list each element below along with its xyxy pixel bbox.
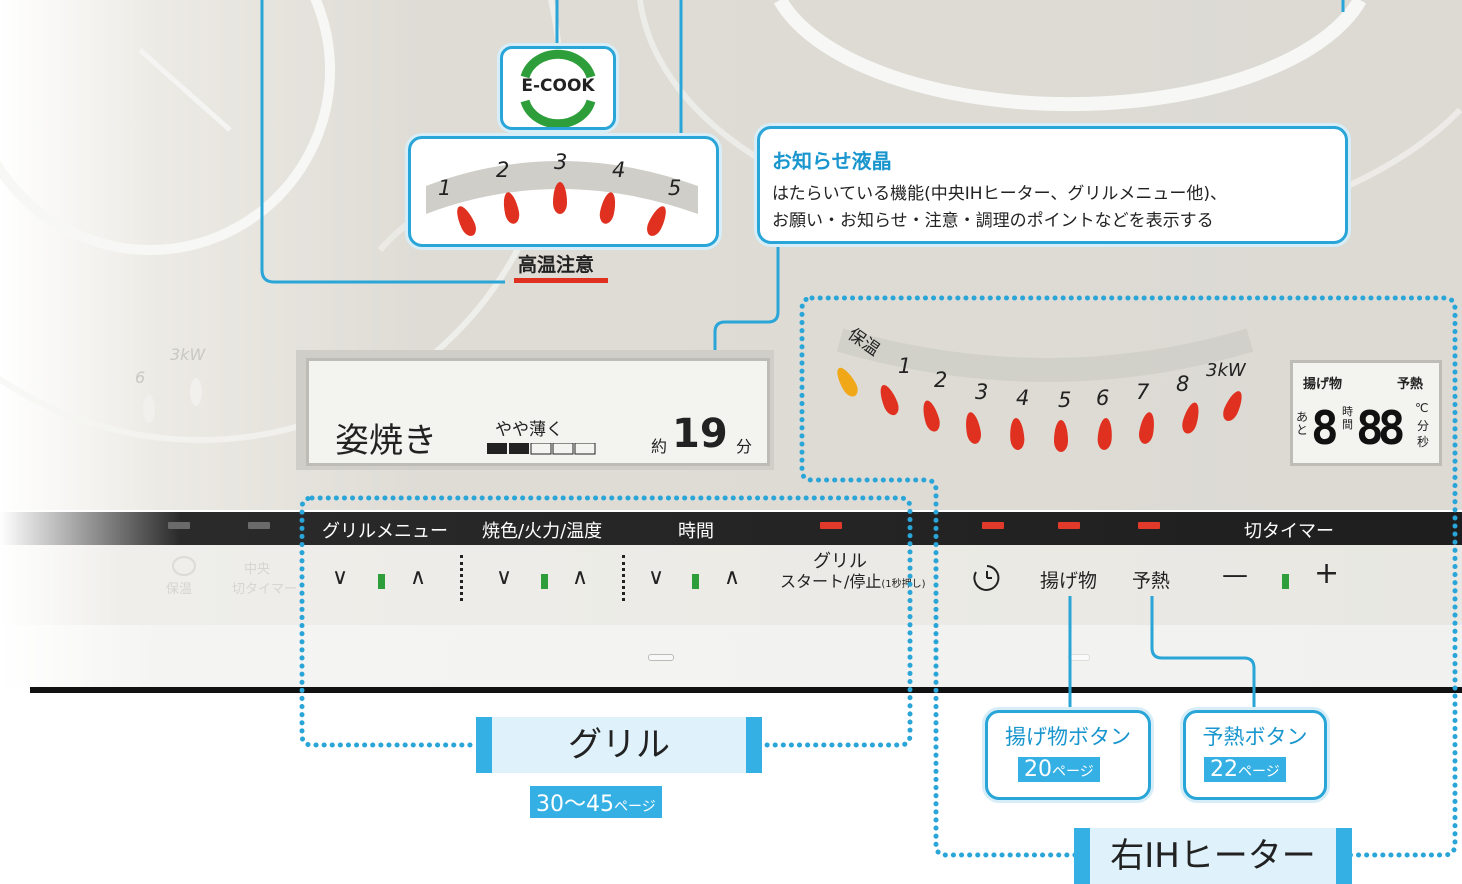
center-level-1: 1 [438, 176, 452, 200]
preheat-button[interactable]: 予熱 [1132, 570, 1171, 592]
grill-lcd-doneness: やや薄く [495, 420, 563, 440]
lamp-indicator [248, 522, 270, 529]
color-fire-temp-up-button[interactable]: ∧ [572, 565, 589, 590]
burner-rings [138, 0, 1462, 382]
fry-button-callout: 揚げ物ボタン 20ページ [985, 710, 1151, 800]
grill-menu-indicator [378, 574, 385, 589]
high-temp-warning-label: 高温注意 [518, 254, 595, 276]
center-level-4: 4 [612, 158, 626, 182]
timer-button[interactable] [972, 563, 1002, 597]
center-level-5: 5 [668, 176, 682, 200]
right-lcd-unit-min: 分 [1417, 419, 1430, 433]
grill-section-tag: グリル [476, 717, 762, 773]
right-level-5: 5 [1058, 388, 1072, 412]
info-lcd-callout: お知らせ液晶 はたらいている機能(中央IHヒーター、グリルメニュー他)、 お願い… [757, 126, 1348, 244]
grill-lamp [820, 522, 842, 529]
preheat-button-callout-page: 22ページ [1204, 757, 1286, 782]
control-divider [460, 555, 463, 601]
timer-plus-button[interactable]: + [1314, 556, 1340, 591]
preheat-button-callout: 予熱ボタン 22ページ [1183, 710, 1327, 800]
right-level-7: 7 [1136, 380, 1150, 404]
right-level-6: 6 [1096, 386, 1110, 410]
grill-menu-label: グリルメニュー [322, 521, 448, 542]
timer-lamp [982, 522, 1004, 529]
grill-section-pages: 30〜45ページ [530, 786, 662, 818]
ecook-logo-callout: E-COOK [500, 46, 616, 130]
cooktop-bottom-edge [30, 687, 1462, 693]
grill-lcd-menu: 姿焼き [335, 421, 437, 461]
left-level-3kw: 3kW [170, 345, 206, 364]
right-lcd-remaining-label: あと [1296, 410, 1309, 437]
front-panel [0, 625, 1462, 687]
center-timer-faded-bottom[interactable]: 切タイマー [232, 582, 298, 597]
time-down-button[interactable]: ∨ [648, 565, 665, 590]
preheat-lamp [1138, 522, 1160, 529]
right-lcd-digits-minutes: 88 [1356, 401, 1405, 455]
grill-lcd: 姿焼き やや薄く 約 19 分 [306, 358, 770, 466]
right-lcd-unit-celsius: ℃ [1415, 401, 1429, 415]
time-indicator [692, 574, 699, 589]
info-lcd-callout-line1: はたらいている機能(中央IHヒーター、グリルメニュー他)、 [772, 184, 1228, 204]
keep-warm-faded-button[interactable]: 保温 [166, 582, 193, 597]
info-lcd-callout-title: お知らせ液晶 [772, 149, 892, 173]
right-lcd-digits-hours: 8 [1311, 401, 1339, 455]
color-fire-temp-indicator [541, 574, 548, 589]
grill-lcd-time-unit: 分 [736, 437, 753, 456]
right-lcd-hour-label: 時間 [1342, 405, 1353, 431]
info-lcd-callout-line2: お願い・お知らせ・注意・調理のポイントなどを表示する [772, 211, 1214, 231]
fry-lamp [1058, 522, 1080, 529]
fry-button-callout-title: 揚げ物ボタン [1005, 725, 1131, 749]
right-level-1: 1 [898, 354, 912, 378]
control-label-bar [0, 512, 1462, 545]
preheat-button-callout-title: 予熱ボタン [1202, 725, 1308, 749]
front-panel-notch [648, 654, 674, 661]
fry-button-callout-page: 20ページ [1018, 757, 1100, 782]
control-divider [622, 555, 625, 601]
right-level-3kw: 3kW [1206, 360, 1246, 381]
ecook-logo-icon [520, 49, 596, 129]
right-ih-section-tag: 右IHヒーター [1074, 828, 1352, 884]
grill-menu-up-button[interactable]: ∧ [410, 565, 427, 590]
grill-lcd-time-value: 19 [672, 411, 728, 457]
right-lcd-unit-sec: 秒 [1417, 435, 1430, 449]
right-level-8: 8 [1176, 372, 1190, 396]
grill-start-stop-note: (1秒押し) [881, 579, 926, 590]
clock-icon [973, 565, 1000, 591]
off-timer-label: 切タイマー [1244, 521, 1334, 542]
timer-minus-button[interactable]: — [1222, 560, 1248, 590]
center-timer-faded-top[interactable]: 中央 [244, 562, 271, 577]
right-lcd-fry-label: 揚げ物 [1303, 377, 1343, 392]
grill-menu-down-button[interactable]: ∨ [332, 565, 349, 590]
left-flame-faded [143, 395, 155, 423]
ecook-logo-text: E-COOK [521, 76, 595, 96]
left-level-6: 6 [135, 368, 146, 387]
grill-start-stop-label: スタート/停止 [780, 572, 882, 591]
color-fire-temp-down-button[interactable]: ∨ [496, 565, 513, 590]
time-label: 時間 [678, 521, 714, 542]
left-flame-faded [190, 378, 202, 406]
right-level-2: 2 [934, 368, 948, 392]
lamp-indicator [168, 522, 190, 529]
right-level-4: 4 [1016, 386, 1030, 410]
control-strip [0, 545, 1462, 626]
grill-start-stop-top: グリル [813, 551, 867, 572]
time-up-button[interactable]: ∧ [724, 565, 741, 590]
center-level-3: 3 [554, 150, 568, 174]
leader-lines [260, 0, 1345, 372]
right-heater-lcd: 揚げ物 予熱 あと 8 時間 88 ℃ 分 秒 [1290, 360, 1442, 466]
right-lcd-preheat-label: 予熱 [1397, 377, 1424, 392]
right-flame-5 [1054, 420, 1068, 452]
timer-indicator [1282, 574, 1289, 589]
center-flame-3 [553, 182, 567, 214]
color-fire-temp-label: 焼色/火力/温度 [482, 521, 603, 542]
center-level-2: 2 [496, 158, 510, 182]
grill-lcd-doneness-meter [487, 440, 597, 459]
grill-start-stop-button[interactable]: グリル スタート/停止(1秒押し) [780, 551, 926, 595]
high-temp-warning-bar [514, 278, 608, 283]
fry-button[interactable]: 揚げ物 [1040, 570, 1098, 592]
grill-lcd-time-prefix: 約 [651, 437, 668, 456]
keep-warm-faded-icon [172, 556, 196, 576]
right-level-3: 3 [975, 380, 989, 404]
